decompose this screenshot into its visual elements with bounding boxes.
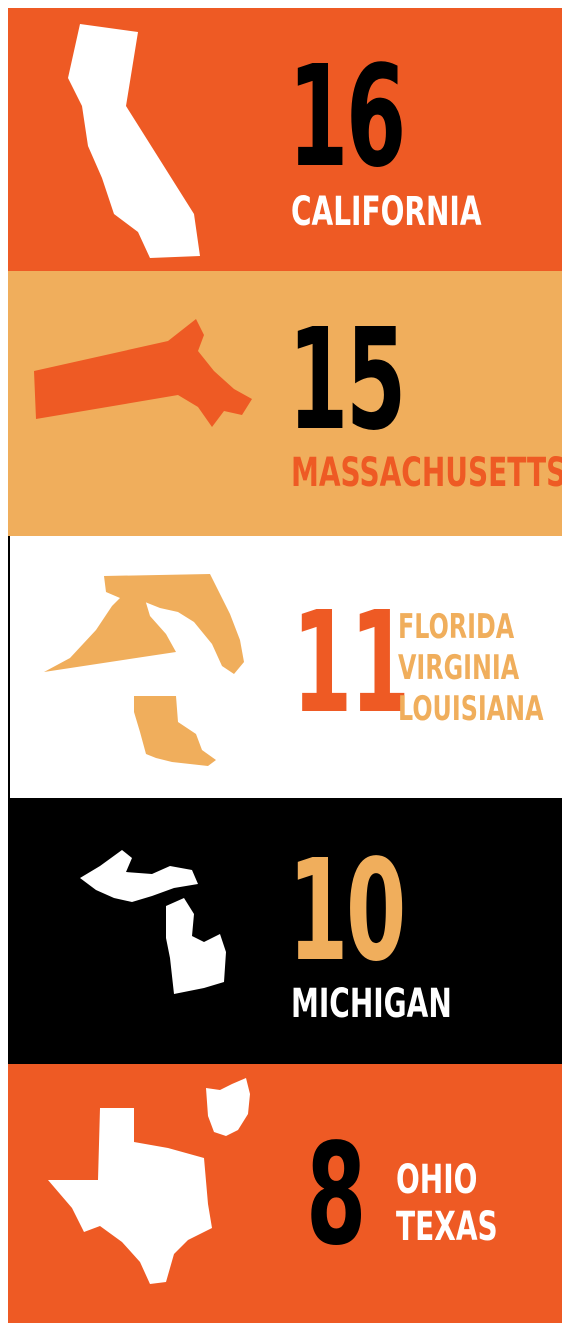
state-label-michigan: MICHIGAN <box>291 981 452 1027</box>
row-florida-virginia-louisiana: 11 FLORIDA VIRGINIA LOUISIANA <box>8 536 562 798</box>
state-label-ohio: OHIO <box>396 1157 478 1203</box>
massachusetts-icon <box>34 319 252 427</box>
state-label-texas: TEXAS <box>396 1204 498 1250</box>
state-label-massachusetts: MASSACHUSETTS <box>291 450 562 496</box>
state-label-virginia: VIRGINIA <box>398 648 520 688</box>
row-michigan: 10 MICHIGAN <box>8 798 562 1064</box>
ohio-icon <box>206 1078 250 1136</box>
state-list: OHIO TEXAS <box>396 1160 498 1254</box>
row-massachusetts: 15 MASSACHUSETTS <box>8 271 562 536</box>
row-number: 8 <box>306 1114 366 1277</box>
florida-icon <box>104 574 244 674</box>
row-number: 11 <box>292 582 410 745</box>
row-number: 16 <box>288 36 406 199</box>
louisiana-icon <box>134 696 216 766</box>
texas-icon <box>48 1108 212 1284</box>
row-number: 15 <box>288 299 406 462</box>
state-label-louisiana: LOUISIANA <box>398 689 544 729</box>
michigan-icon <box>80 850 226 994</box>
row-california: 16 CALIFORNIA <box>8 8 562 271</box>
row-number: 10 <box>288 830 406 993</box>
row-ohio-texas: 8 OHIO TEXAS <box>8 1064 562 1323</box>
virginia-icon <box>44 590 176 672</box>
state-label-florida: FLORIDA <box>398 607 515 647</box>
state-list: FLORIDA VIRGINIA LOUISIANA <box>398 610 543 733</box>
state-label-california: CALIFORNIA <box>291 189 482 235</box>
california-icon <box>68 24 200 258</box>
